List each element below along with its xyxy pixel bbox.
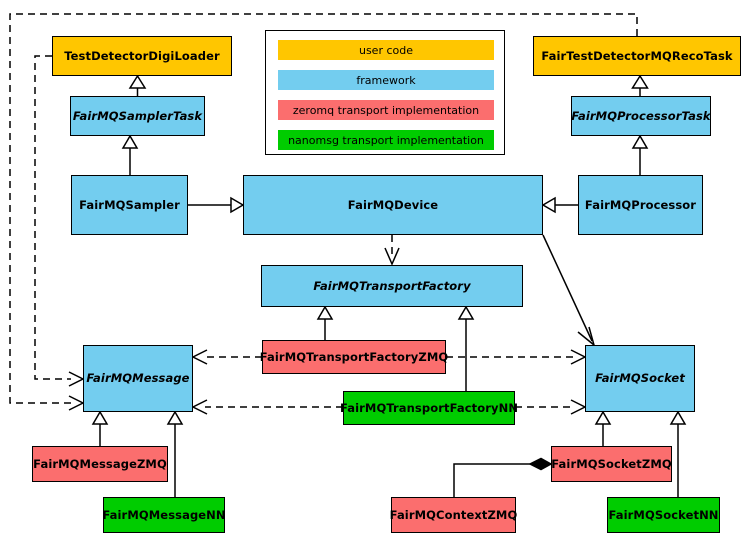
legend-label-framework: framework: [356, 73, 416, 87]
edge-samplertask-to-digiloader: [128, 74, 147, 96]
class-box-fairmqmessage[interactable]: FairMQMessage: [83, 345, 193, 412]
class-label: FairMQSamplerTask: [72, 108, 203, 123]
edge-tfzmq-to-socket: [446, 349, 587, 365]
class-label: FairMQMessageZMQ: [33, 456, 167, 471]
class-label: FairMQDevice: [347, 197, 439, 212]
class-box-fairmqdevice[interactable]: FairMQDevice: [243, 175, 543, 235]
class-box-fairmqsocketzmq[interactable]: FairMQSocketZMQ: [551, 446, 672, 482]
edge-processortask-to-recotask: [631, 74, 649, 96]
edge-device-to-socket: [542, 234, 596, 348]
legend-item-zeromq: zeromq transport implementation: [278, 100, 494, 120]
class-box-fairmqmessagenn[interactable]: FairMQMessageNN: [102, 497, 226, 533]
class-label: FairMQSocket: [595, 371, 685, 386]
class-label: FairMQProcessor: [584, 197, 697, 212]
class-box-fairmqcontextzmq[interactable]: FairMQContextZMQ: [389, 497, 518, 533]
class-label: FairMQContextZMQ: [389, 507, 518, 522]
edge-socketzmq-to-contextzmq: [453, 457, 553, 497]
class-label: FairMQTransportFactoryZMQ: [259, 349, 449, 364]
class-label: FairMQSampler: [79, 197, 180, 212]
class-box-fairmqtransportfactoryzmq[interactable]: FairMQTransportFactoryZMQ: [259, 340, 449, 374]
edge-processor-to-processortask: [631, 134, 649, 175]
edge-sampler-to-samplertask: [121, 134, 139, 175]
legend-item-framework: framework: [278, 70, 494, 90]
edge-socketzmq-to-socket: [594, 410, 612, 446]
edge-processor-to-device: [541, 196, 578, 214]
edge-messagenn-to-message: [166, 410, 184, 497]
legend-label-zeromq: zeromq transport implementation: [292, 103, 480, 117]
class-box-fairmqtransportfactorynn[interactable]: FairMQTransportFactoryNN: [339, 391, 519, 425]
class-label: FairMQMessage: [86, 371, 190, 386]
edge-tfzmq-to-message: [191, 349, 262, 365]
class-label: FairMQTransportFactoryNN: [339, 400, 519, 415]
class-label: FairMQSocketNN: [608, 507, 719, 522]
edge-tfzmq-to-transportfactory: [316, 305, 334, 340]
edge-messagezmq-to-message: [91, 410, 109, 446]
color-legend: user code framework zeromq transport imp…: [265, 30, 505, 155]
class-label: FairMQTransportFactory: [313, 278, 471, 293]
class-label: FairTestDetectorMQRecoTask: [541, 48, 733, 63]
class-label: TestDetectorDigiLoader: [64, 48, 220, 63]
class-box-fairmqsamplertask[interactable]: FairMQSamplerTask: [70, 96, 205, 136]
class-box-fairmqtransportfactory[interactable]: FairMQTransportFactory: [261, 265, 523, 307]
class-box-fairtestdetectormqrecotask[interactable]: FairTestDetectorMQRecoTask: [533, 36, 741, 76]
class-box-fairmqsocketnn[interactable]: FairMQSocketNN: [607, 497, 720, 533]
class-label: FairMQProcessorTask: [571, 108, 711, 123]
class-label: FairMQSocketZMQ: [551, 456, 672, 471]
edge-sampler-to-device: [188, 196, 245, 214]
edge-tfnn-to-socket: [515, 399, 587, 415]
class-box-testdetectordigiloader[interactable]: TestDetectorDigiLoader: [52, 36, 232, 76]
class-box-fairmqsampler[interactable]: FairMQSampler: [71, 175, 188, 235]
class-box-fairmqprocessor[interactable]: FairMQProcessor: [578, 175, 703, 235]
edge-tfnn-to-message: [191, 399, 343, 415]
class-box-fairmqsocket[interactable]: FairMQSocket: [585, 345, 695, 412]
edge-device-to-transportfactory: [384, 235, 400, 266]
legend-item-user-code: user code: [278, 40, 494, 60]
class-box-fairmqmessagezmq[interactable]: FairMQMessageZMQ: [32, 446, 168, 482]
legend-label-user-code: user code: [358, 43, 414, 57]
class-box-fairmqprocessortask[interactable]: FairMQProcessorTask: [571, 96, 711, 136]
edge-tfnn-to-transportfactory: [457, 305, 475, 391]
legend-item-nanomsg: nanomsg transport implementation: [278, 130, 494, 150]
legend-label-nanomsg: nanomsg transport implementation: [288, 133, 484, 147]
edge-socketnn-to-socket: [669, 410, 687, 497]
class-label: FairMQMessageNN: [102, 507, 226, 522]
